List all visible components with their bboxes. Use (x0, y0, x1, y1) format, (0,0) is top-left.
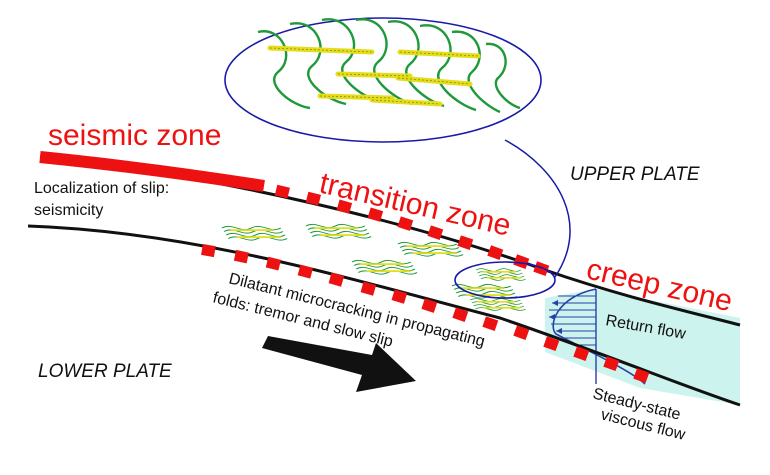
callout-large-ellipse (224, 17, 542, 143)
velocity-profile (549, 288, 646, 385)
lower-fault-markers (201, 244, 650, 384)
return-flow-box (545, 289, 740, 405)
callout-small-ellipse (454, 261, 556, 299)
arrow-right-icon (262, 336, 416, 392)
seismic-zone-label: seismic zone (48, 119, 221, 152)
seismic-zone-bar (39, 151, 265, 192)
lower-plate-label: LOWER PLATE (38, 361, 172, 382)
seismic-note-line1: Localization of slip: (34, 180, 169, 197)
upper-plate-label: UPPER PLATE (570, 164, 700, 185)
seismic-note-line2: seismicity (34, 202, 103, 219)
lower-fault-line (27, 224, 741, 407)
callout-connector (504, 139, 571, 278)
upper-fault-markers (274, 184, 550, 277)
microcrack-detail (267, 45, 481, 107)
